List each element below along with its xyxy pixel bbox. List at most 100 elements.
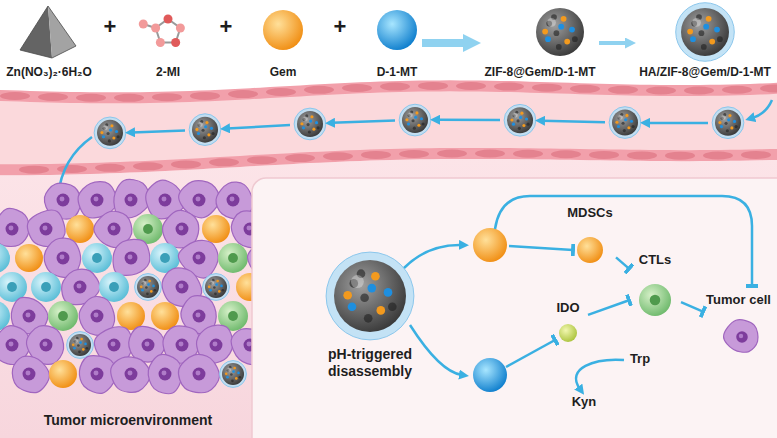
tumor-cell-icon <box>724 320 758 352</box>
nanoparticle <box>367 284 376 293</box>
t-cell-icon <box>650 295 661 306</box>
blood-vessel <box>532 84 562 92</box>
blood-vessel <box>114 94 144 102</box>
blood-vessel <box>741 151 771 159</box>
blood-vessel <box>608 86 638 94</box>
nanoparticle <box>720 125 723 128</box>
pathway-lines <box>404 245 462 268</box>
tumor-cell-icon <box>178 354 219 392</box>
nanoparticle <box>714 27 720 33</box>
2-mi-molecule <box>176 23 185 32</box>
nanoparticle <box>100 131 103 134</box>
nanoparticle <box>230 373 233 376</box>
nanoparticle <box>201 129 204 132</box>
nanoparticle <box>624 118 627 121</box>
nanoparticle <box>360 293 369 302</box>
blood-vessel <box>494 83 524 91</box>
nanoparticle <box>569 27 575 33</box>
nanoparticle <box>141 289 144 292</box>
nanoparticle <box>147 283 150 286</box>
blood-vessel <box>760 84 777 92</box>
nanoparticle <box>218 290 221 293</box>
diagram-node: Tumor cell <box>703 292 774 362</box>
tumor-cell-icon <box>125 252 138 265</box>
nanoparticle <box>192 117 218 143</box>
nanoparticle <box>239 376 242 379</box>
tumor-cell-icon <box>43 226 48 231</box>
tumor-cell-icon <box>26 371 31 376</box>
nanoparticle <box>203 274 230 301</box>
nanoparticle <box>545 36 551 42</box>
nanoparticle <box>609 107 641 139</box>
annotation-label: + <box>104 14 117 40</box>
nanoparticle <box>547 18 556 27</box>
blood-vessel <box>0 80 777 175</box>
nanoparticle <box>205 121 208 124</box>
nanoparticle <box>73 347 76 350</box>
nanoparticle <box>621 122 624 125</box>
nanoparticle <box>510 118 513 121</box>
node-label: 2-MI <box>143 65 193 79</box>
immune-cell-icon <box>0 243 10 273</box>
immune-cell-icon <box>31 272 61 302</box>
mdsc-cell-icon <box>202 215 230 243</box>
blood-vessel <box>304 86 334 94</box>
nanoparticle <box>69 334 91 356</box>
tumor-cell-icon <box>60 197 65 202</box>
tumor-cell-icon <box>91 310 104 323</box>
tumor-cell-icon <box>196 197 201 202</box>
t-cell-icon <box>48 301 78 331</box>
nanoparticle <box>726 129 729 132</box>
nanoparticle <box>572 36 578 42</box>
nanoparticle <box>97 120 123 146</box>
nanoparticle <box>237 372 240 375</box>
nanoparticle <box>413 127 416 130</box>
nanoparticle <box>203 136 206 139</box>
blood-vessel <box>627 151 657 159</box>
nanoparticle <box>536 8 584 56</box>
ido-enzyme-icon <box>559 324 577 342</box>
pathway-lines <box>576 360 624 389</box>
zinc-salt-pyramid <box>20 6 76 58</box>
blood-vessel <box>19 166 49 174</box>
nanoparticle <box>615 121 618 124</box>
node-label: ZIF-8@Gem/D-1-MT <box>481 65 599 79</box>
blood-vessel <box>399 150 429 158</box>
blood-vessel <box>247 156 277 164</box>
tumor-cell-icon <box>23 310 36 323</box>
blood-vessel <box>475 149 505 157</box>
nanoparticle <box>220 361 247 388</box>
mdsc-cell-icon <box>151 302 179 330</box>
pathway-lines <box>410 325 462 375</box>
immune-cell-icon <box>160 253 170 263</box>
connector-arrow <box>588 300 629 315</box>
immune-cell-icon <box>82 243 112 273</box>
nanoparticle <box>67 332 94 359</box>
nanoparticle <box>735 125 738 128</box>
nanoparticle <box>343 291 352 300</box>
tumor-cell-icon <box>196 371 201 376</box>
nanoparticle <box>137 276 159 298</box>
tumor-cell-icon <box>40 223 53 236</box>
nanoparticle <box>106 132 109 135</box>
tumor-cell-icon <box>9 342 14 347</box>
tumor-cell-icon <box>736 331 748 343</box>
mdsc-cell-icon <box>151 302 179 330</box>
synthesis-row <box>20 3 734 62</box>
tumor-cell-icon <box>111 226 116 231</box>
blood-vessel <box>456 82 486 90</box>
nanoparticle <box>222 363 244 385</box>
tumor-cell-icon <box>193 368 206 381</box>
tumor-cell-icon <box>94 197 99 202</box>
blood-vessel <box>703 152 733 160</box>
gem-sphere <box>473 228 507 262</box>
nanoparticle <box>414 116 417 119</box>
nanoparticle <box>135 274 162 301</box>
nanoparticle <box>154 289 157 292</box>
nanoparticle <box>204 125 207 128</box>
nanoparticle <box>94 117 126 149</box>
nanoparticle <box>558 24 564 30</box>
t-cell-icon <box>218 243 248 273</box>
nanoparticle <box>150 290 153 293</box>
nanoparticle <box>727 118 730 121</box>
